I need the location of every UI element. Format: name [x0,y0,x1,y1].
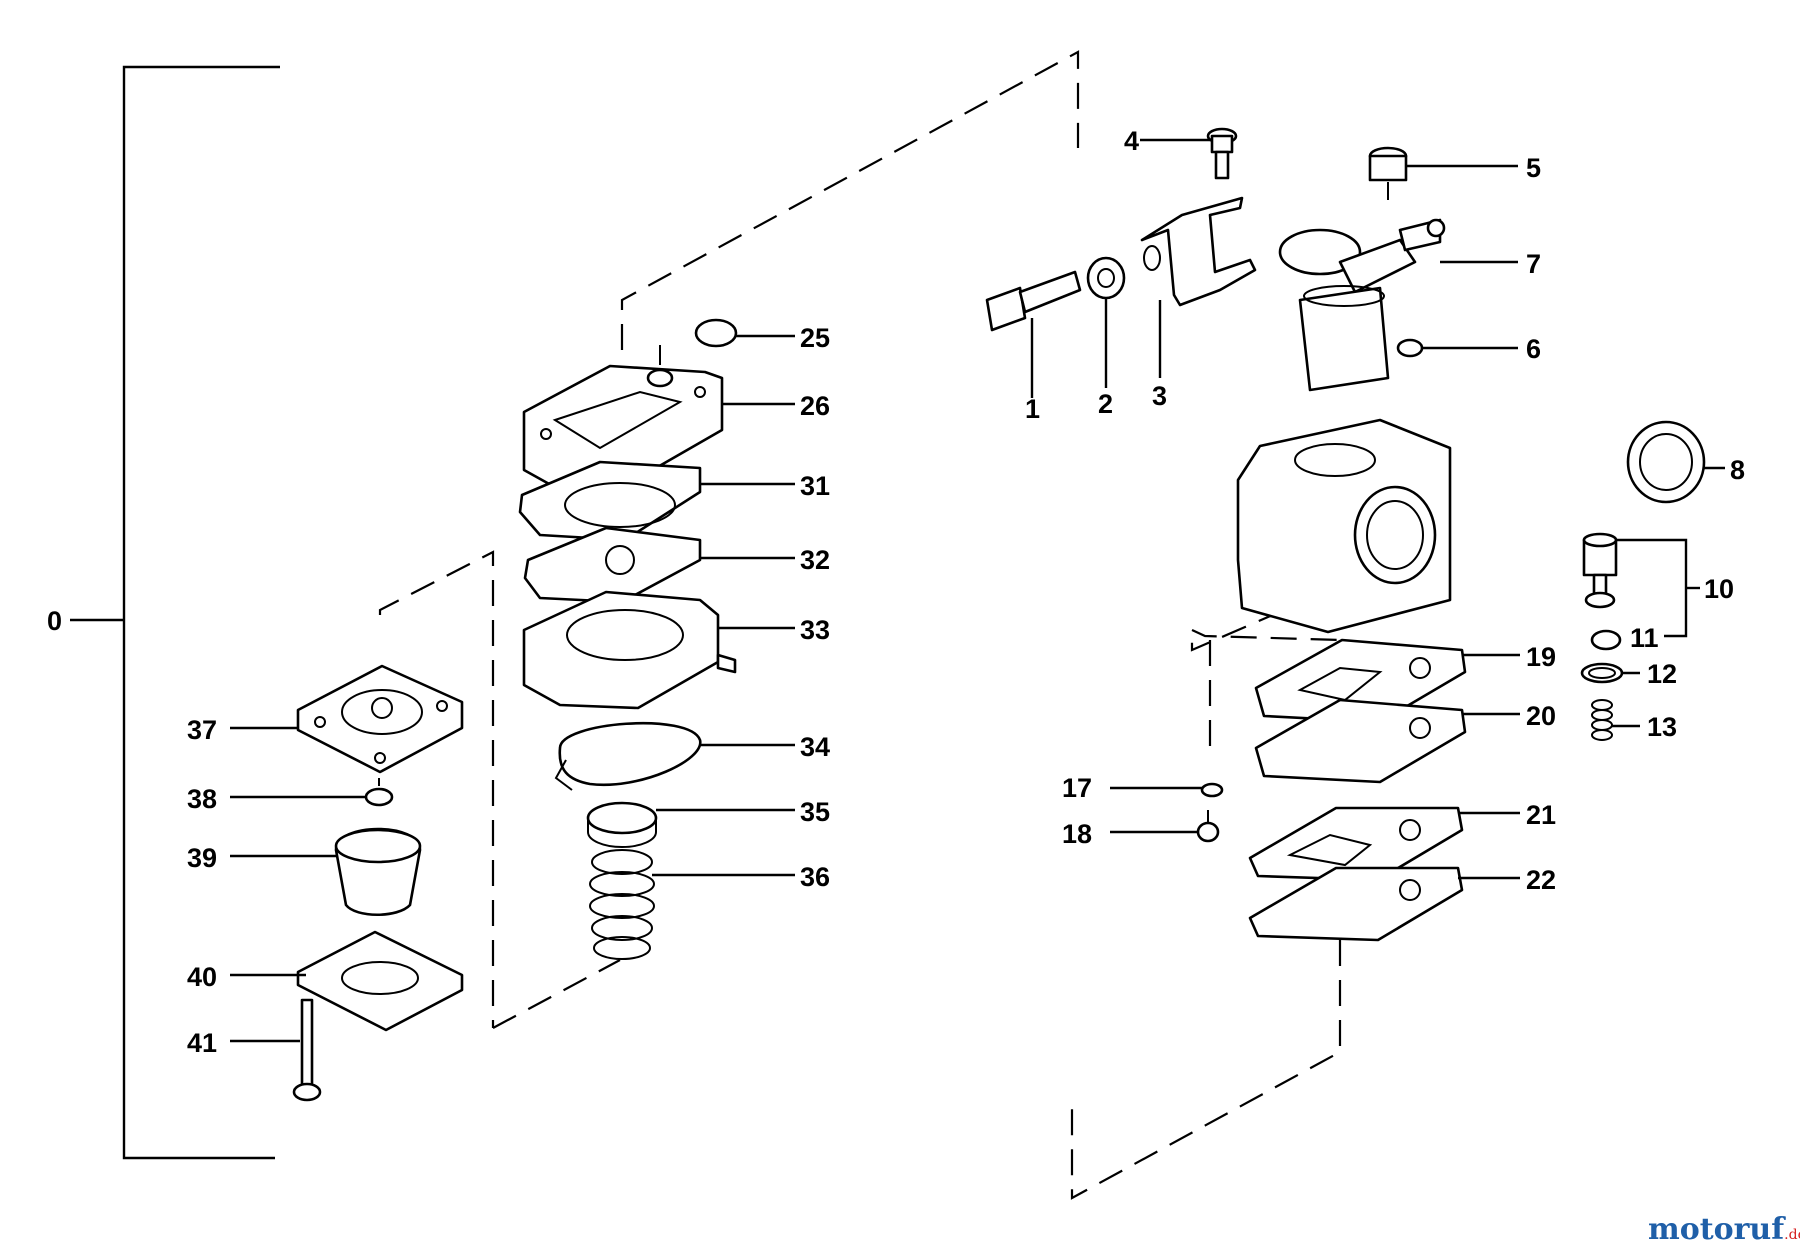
callout-40: 40 [187,962,217,992]
callout-1: 1 [1025,394,1040,424]
watermark-suffix: .de [1784,1227,1800,1243]
callout-3: 3 [1152,381,1167,411]
leader-lines [70,138,1725,1043]
part-10-valve [1582,532,1618,609]
part-18-screw [1196,810,1220,843]
part-40-bulb-retainer [296,930,464,1032]
part-25-cap [694,318,738,348]
callout-35: 35 [800,797,830,827]
part-26-pump-cover [522,345,724,492]
callout-labels: 0 1 2 3 4 5 6 7 8 10 11 12 13 17 18 19 2… [47,126,1745,1058]
part-7-throttle-lever [1278,218,1446,294]
part-13-spring [1591,699,1613,741]
part-17-washer [1200,782,1224,798]
part-34-diaphragm [554,721,702,791]
part-11-seat [1590,629,1622,651]
callout-36: 36 [800,862,830,892]
callout-39: 39 [187,843,217,873]
callout-32: 32 [800,545,830,575]
part-33-pump-body [522,590,737,710]
part-41-screw [292,998,322,1102]
watermark-brand: motoruf [1648,1212,1786,1247]
callout-20: 20 [1526,701,1556,731]
part-4-bolt [1206,127,1238,180]
throttle-barrel [1298,285,1390,392]
callout-4: 4 [1124,126,1139,156]
part-32-diaphragm [523,526,702,604]
callout-13: 13 [1647,712,1677,742]
part-39-primer-bulb [334,827,422,916]
part-3-bracket [1140,196,1257,307]
callout-0: 0 [47,606,62,636]
part-12-o-ring [1580,662,1624,684]
callout-33: 33 [800,615,830,645]
callout-5: 5 [1526,153,1541,183]
callout-7: 7 [1526,249,1541,279]
part-6-washer [1396,338,1424,358]
part-20-diaphragm [1254,698,1467,784]
callout-41: 41 [187,1028,217,1058]
part-5-screw [1368,146,1408,200]
watermark: motoruf.de [1648,1212,1800,1247]
callout-11: 11 [1630,623,1659,653]
part-37-primer-cover [296,664,464,774]
callout-31: 31 [800,471,830,501]
part-21-plate [1248,806,1464,882]
part-19-gasket [1254,638,1467,724]
carburetor-body [1236,418,1452,634]
part-38-valve [364,778,394,807]
callout-18: 18 [1062,819,1092,849]
callout-37: 37 [187,715,217,745]
part-2-nut [1086,256,1126,300]
part-31-gasket [518,460,702,542]
callout-38: 38 [187,784,217,814]
part-22-gasket [1248,866,1464,942]
callout-26: 26 [800,391,830,421]
callout-22: 22 [1526,865,1556,895]
callout-6: 6 [1526,334,1541,364]
callout-8: 8 [1730,455,1745,485]
part-1-adjusting-screw [985,270,1082,332]
svg-text:motoruf.de: motoruf.de [1648,1212,1800,1247]
callout-19: 19 [1526,642,1556,672]
part-36-spring [589,849,655,960]
callout-34: 34 [800,732,830,762]
callout-17: 17 [1062,773,1092,803]
callout-25: 25 [800,323,830,353]
callout-12: 12 [1647,659,1677,689]
callout-21: 21 [1526,800,1556,830]
callout-2: 2 [1098,389,1113,419]
part-35-disc [586,801,658,848]
callout-10: 10 [1704,574,1734,604]
part-8-gasket-ring [1626,420,1706,504]
assembly-bracket [96,65,280,1160]
